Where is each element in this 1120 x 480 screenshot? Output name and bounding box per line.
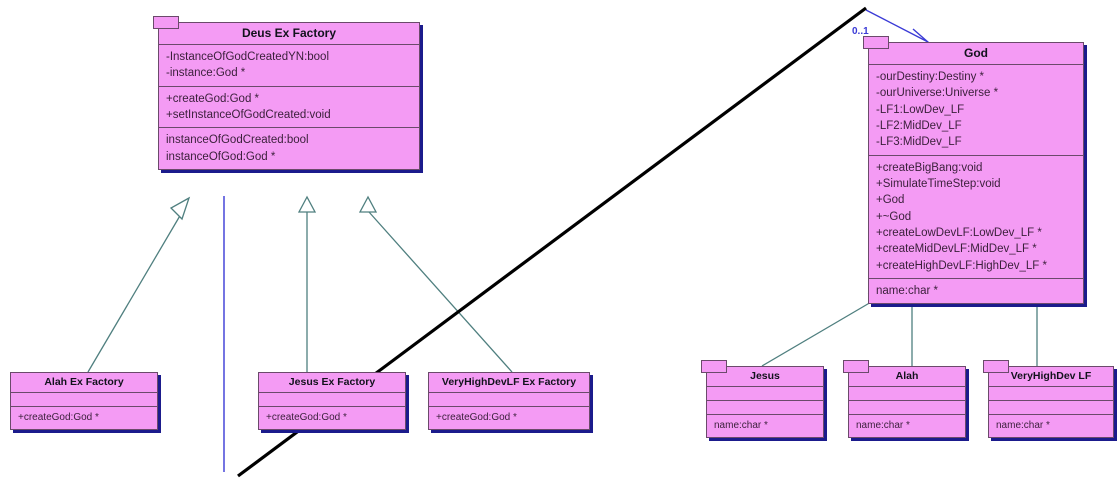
class-tab-icon bbox=[701, 360, 727, 373]
class-extra-section: name:char * bbox=[849, 414, 965, 437]
class-attributes-section: -ourDestiny:Destiny * -ourUniverse:Unive… bbox=[869, 64, 1083, 155]
class-operation: +createMidDevLF:MidDev_LF * bbox=[876, 243, 1037, 256]
class-attributes-section bbox=[707, 386, 823, 400]
class-operation: +createHighDevLF:HighDev_LF * bbox=[876, 259, 1047, 272]
class-title: VeryHighDev LF bbox=[1010, 370, 1092, 382]
class-box-jesus-ex-factory[interactable]: Jesus Ex Factory +createGod:God * bbox=[258, 372, 406, 431]
class-operation: +SimulateTimeStep:void bbox=[876, 177, 1001, 190]
class-extra-member: name:char * bbox=[996, 420, 1050, 431]
class-operations-section: +createGod:God * +setInstanceOfGodCreate… bbox=[159, 85, 419, 128]
class-tab-icon bbox=[863, 36, 889, 49]
class-attributes-section bbox=[11, 392, 157, 406]
generalization-line-jesus bbox=[761, 297, 879, 367]
class-operations-section: +createGod:God * bbox=[11, 406, 157, 429]
class-operation: +createGod:God * bbox=[436, 412, 517, 423]
class-box-alah-ex-factory[interactable]: Alah Ex Factory +createGod:God * bbox=[10, 372, 158, 431]
inheritance-triangle-alah-factory bbox=[169, 196, 191, 221]
class-attribute: -ourUniverse:Universe * bbox=[876, 87, 999, 100]
class-attributes-section bbox=[989, 386, 1113, 400]
class-extra-member: name:char * bbox=[714, 420, 768, 431]
class-extra-section: name:char * bbox=[869, 277, 1083, 303]
class-operations-section: +createGod:God * bbox=[429, 406, 589, 429]
class-attributes-section: -InstanceOfGodCreatedYN:bool -instance:G… bbox=[159, 44, 419, 86]
generalization-line-vh-factory bbox=[368, 211, 513, 373]
class-extra-section: name:char * bbox=[989, 414, 1113, 437]
class-attributes-section bbox=[259, 392, 405, 406]
class-box-veryhighdevlf-ex-factory[interactable]: VeryHighDevLF Ex Factory +createGod:God … bbox=[428, 372, 590, 431]
class-title: Alah bbox=[895, 370, 919, 382]
generalization-line-alah-factory bbox=[87, 213, 182, 373]
class-operation: +createGod:God * bbox=[266, 412, 347, 423]
class-extra-section: instanceOfGodCreated:bool instanceOfGod:… bbox=[159, 127, 419, 169]
class-title: Alah Ex Factory bbox=[44, 376, 124, 388]
class-extra-member: instanceOfGodCreated:bool bbox=[166, 134, 309, 147]
class-operations-section: +createBigBang:void +SimulateTimeStep:vo… bbox=[869, 154, 1083, 278]
class-extra-member: name:char * bbox=[856, 420, 910, 431]
class-attribute: -LF3:MidDev_LF bbox=[876, 136, 962, 149]
inheritance-triangle-vh-factory bbox=[358, 195, 378, 213]
class-operations-section: +createGod:God * bbox=[259, 406, 405, 429]
class-attribute: -instance:God * bbox=[166, 67, 246, 80]
inheritance-triangle-jesus-factory bbox=[297, 195, 317, 213]
class-attribute: -LF1:LowDev_LF bbox=[876, 103, 965, 116]
class-title: God bbox=[964, 46, 988, 60]
class-extra-member: name:char * bbox=[876, 284, 939, 297]
class-box-god[interactable]: God -ourDestiny:Destiny * -ourUniverse:U… bbox=[863, 36, 1084, 305]
class-operations-section bbox=[989, 400, 1113, 414]
class-extra-section: name:char * bbox=[707, 414, 823, 437]
class-operations-section bbox=[849, 400, 965, 414]
class-operations-section bbox=[707, 400, 823, 414]
class-operation: +~God bbox=[876, 210, 912, 223]
class-attributes-section bbox=[849, 386, 965, 400]
class-tab-icon bbox=[153, 16, 179, 29]
class-title: Jesus Ex Factory bbox=[288, 376, 376, 388]
class-operation: +createGod:God * bbox=[166, 92, 260, 105]
class-operation: +setInstanceOfGodCreated:void bbox=[166, 108, 331, 121]
class-operation: +createLowDevLF:LowDev_LF * bbox=[876, 226, 1042, 239]
class-box-jesus[interactable]: Jesus name:char * bbox=[701, 360, 824, 439]
association-multiplicity-label: 0..1 bbox=[852, 26, 869, 37]
class-attribute: -InstanceOfGodCreatedYN:bool bbox=[166, 51, 330, 63]
class-operation: +God bbox=[876, 194, 905, 207]
class-box-alah[interactable]: Alah name:char * bbox=[843, 360, 966, 439]
class-box-deus-ex-factory[interactable]: Deus Ex Factory -InstanceOfGodCreatedYN:… bbox=[153, 16, 420, 170]
class-tab-icon bbox=[843, 360, 869, 373]
class-operation: +createGod:God * bbox=[18, 412, 99, 423]
class-attribute: -LF2:MidDev_LF bbox=[876, 119, 962, 132]
class-extra-member: instanceOfGod:God * bbox=[166, 150, 276, 163]
class-attributes-section bbox=[429, 392, 589, 406]
class-box-veryhighdev-lf[interactable]: VeryHighDev LF name:char * bbox=[983, 360, 1114, 439]
class-title: Deus Ex Factory bbox=[241, 26, 337, 40]
class-tab-icon bbox=[983, 360, 1009, 373]
class-attribute: -ourDestiny:Destiny * bbox=[876, 71, 985, 83]
class-title: VeryHighDevLF Ex Factory bbox=[441, 376, 577, 388]
class-operation: +createBigBang:void bbox=[876, 161, 983, 174]
